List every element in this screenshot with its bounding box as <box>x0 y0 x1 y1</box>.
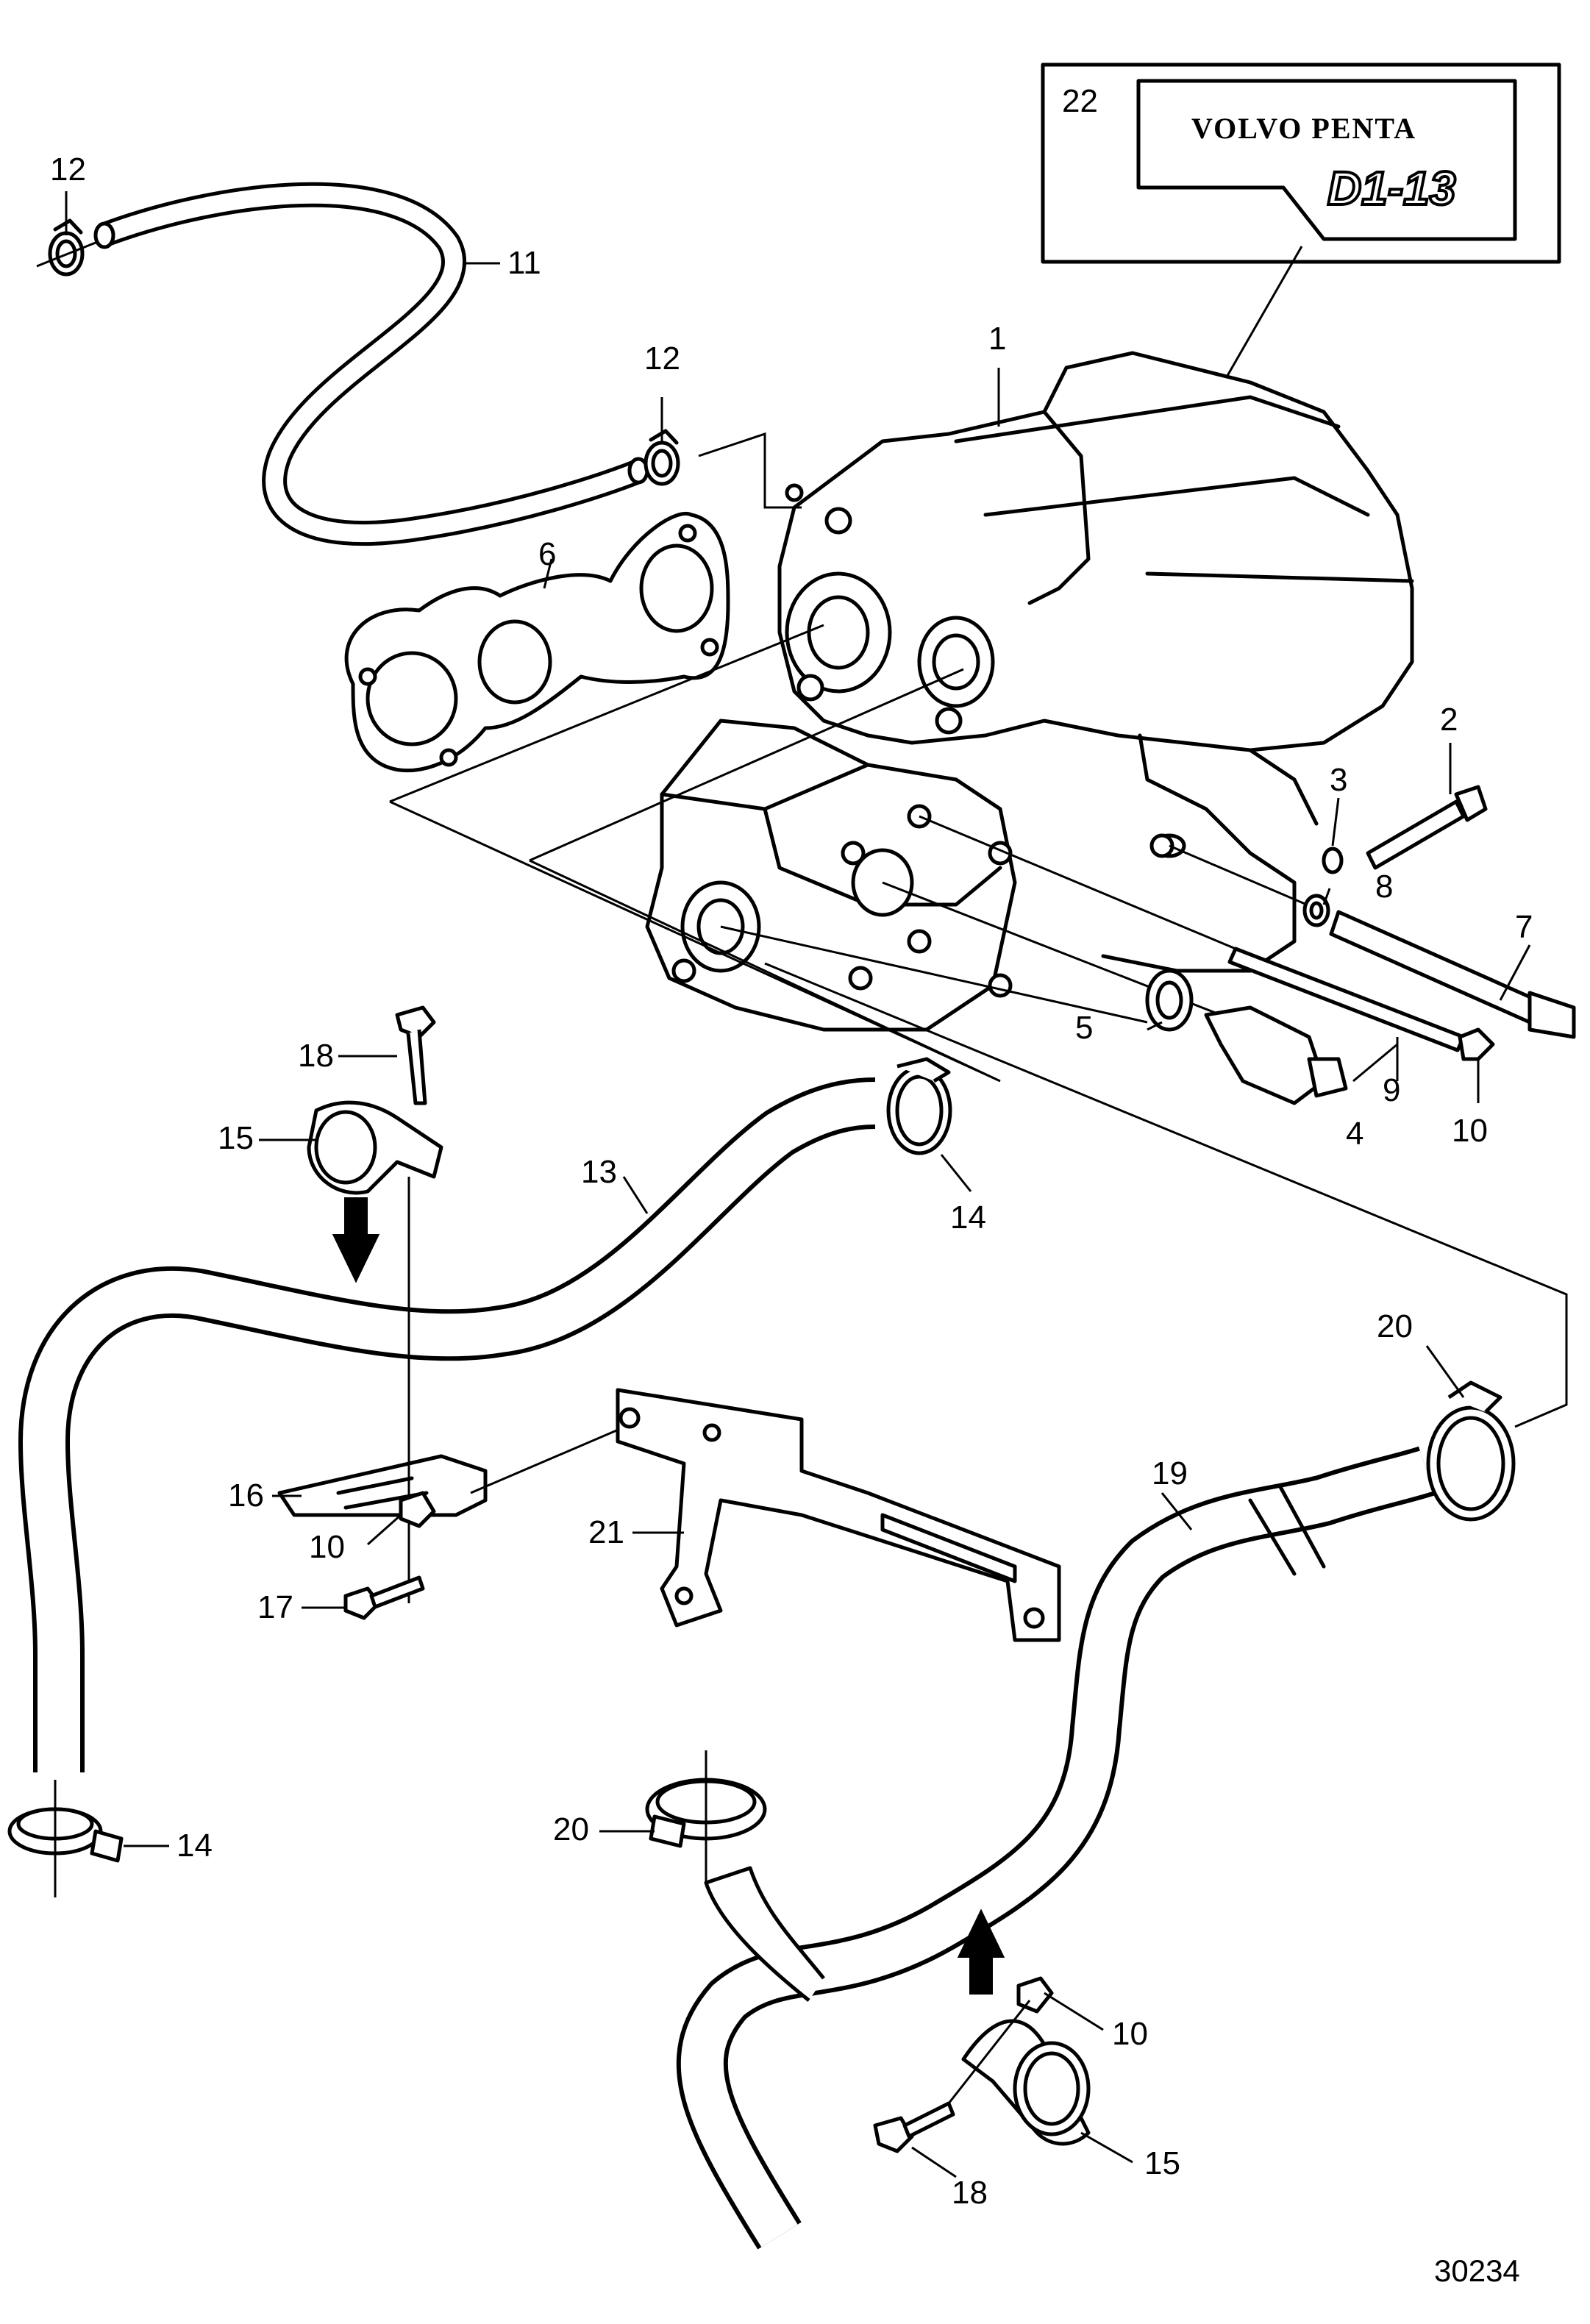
callout-16: 16 <box>228 1478 264 1514</box>
callout-15-bottom: 15 <box>1144 2145 1180 2181</box>
nut-10-top <box>1458 1027 1495 1061</box>
bolt-18-top <box>395 1005 436 1105</box>
callout-17: 17 <box>257 1589 293 1625</box>
pump-housing <box>645 719 1174 1032</box>
callout-3: 3 <box>1330 762 1347 798</box>
callout-6: 6 <box>538 536 556 572</box>
mounting-clip-16 <box>277 1177 626 1603</box>
callout-numbers: 12 11 12 1 6 2 3 8 7 5 9 10 4 18 15 13 1… <box>50 152 1533 2211</box>
callout-5: 5 <box>1075 1010 1093 1046</box>
callout-20-right: 20 <box>1377 1308 1413 1344</box>
callout-8: 8 <box>1375 869 1393 905</box>
callout-12-left: 12 <box>50 152 86 188</box>
callout-1: 1 <box>988 321 1006 357</box>
decal-model-text: D1-13 <box>1327 162 1455 215</box>
arrow-down-icon <box>332 1197 380 1283</box>
housing-1 <box>777 351 1414 973</box>
callout-15-top: 15 <box>218 1120 254 1156</box>
callout-11: 11 <box>507 245 541 281</box>
callout-4: 4 <box>1346 1116 1363 1152</box>
hose-13 <box>18 1077 876 1772</box>
decal-brand-text: VOLVO PENTA <box>1191 112 1416 145</box>
bolt-18-bottom <box>873 2000 1031 2153</box>
hose-clip-15-top <box>307 1100 443 1195</box>
arrow-up-icon <box>957 1908 1005 1995</box>
decal-inset: VOLVO PENTA D1-13 22 <box>1041 63 1561 463</box>
small-hose-11 <box>93 182 649 546</box>
hose-clamp-20-left <box>645 1750 767 1883</box>
hose-19 <box>676 1446 1436 2250</box>
callout-12-right: 12 <box>644 341 680 377</box>
callout-14-bottom: 14 <box>177 1828 213 1864</box>
callout-22: 22 <box>1062 83 1098 119</box>
figure-number: 30234 <box>1434 2253 1520 2288</box>
pressure-sensor-4 <box>1204 1005 1348 1105</box>
hose-clamp-20-right <box>1426 1380 1516 1522</box>
callout-10-top: 10 <box>1452 1113 1488 1149</box>
stud-9 <box>1227 947 1466 1052</box>
bolt-17 <box>343 1575 425 1620</box>
callout-10-bottom: 10 <box>1112 2016 1148 2052</box>
stud-7 <box>1329 910 1576 1039</box>
callout-20-left: 20 <box>553 1811 589 1847</box>
callout-14-top: 14 <box>950 1200 986 1236</box>
callout-9: 9 <box>1383 1072 1400 1108</box>
hose-clip-15-bottom <box>961 2019 1091 2146</box>
callout-7: 7 <box>1515 909 1533 945</box>
alignment-lines <box>389 432 1568 1428</box>
callout-10-mid: 10 <box>309 1529 345 1565</box>
hose-clamp-12-right <box>644 429 680 486</box>
callout-18-bottom: 18 <box>952 2175 988 2211</box>
hose-clamp-14-bottom <box>7 1780 124 1897</box>
bracket-21 <box>616 1388 1061 1642</box>
hose-clamp-14-top <box>886 1057 952 1155</box>
callout-2: 2 <box>1440 702 1458 738</box>
callout-18-top: 18 <box>298 1038 334 1074</box>
temperature-sender-2 <box>1366 785 1488 870</box>
washer-8 <box>1302 894 1330 927</box>
callout-19: 19 <box>1152 1455 1188 1491</box>
callout-21: 21 <box>588 1514 624 1550</box>
washer-3 <box>1322 846 1344 874</box>
callout-leaders <box>65 191 1531 2178</box>
callout-13: 13 <box>581 1154 617 1190</box>
washer-5 <box>1145 969 1194 1032</box>
gasket-6 <box>344 512 730 773</box>
